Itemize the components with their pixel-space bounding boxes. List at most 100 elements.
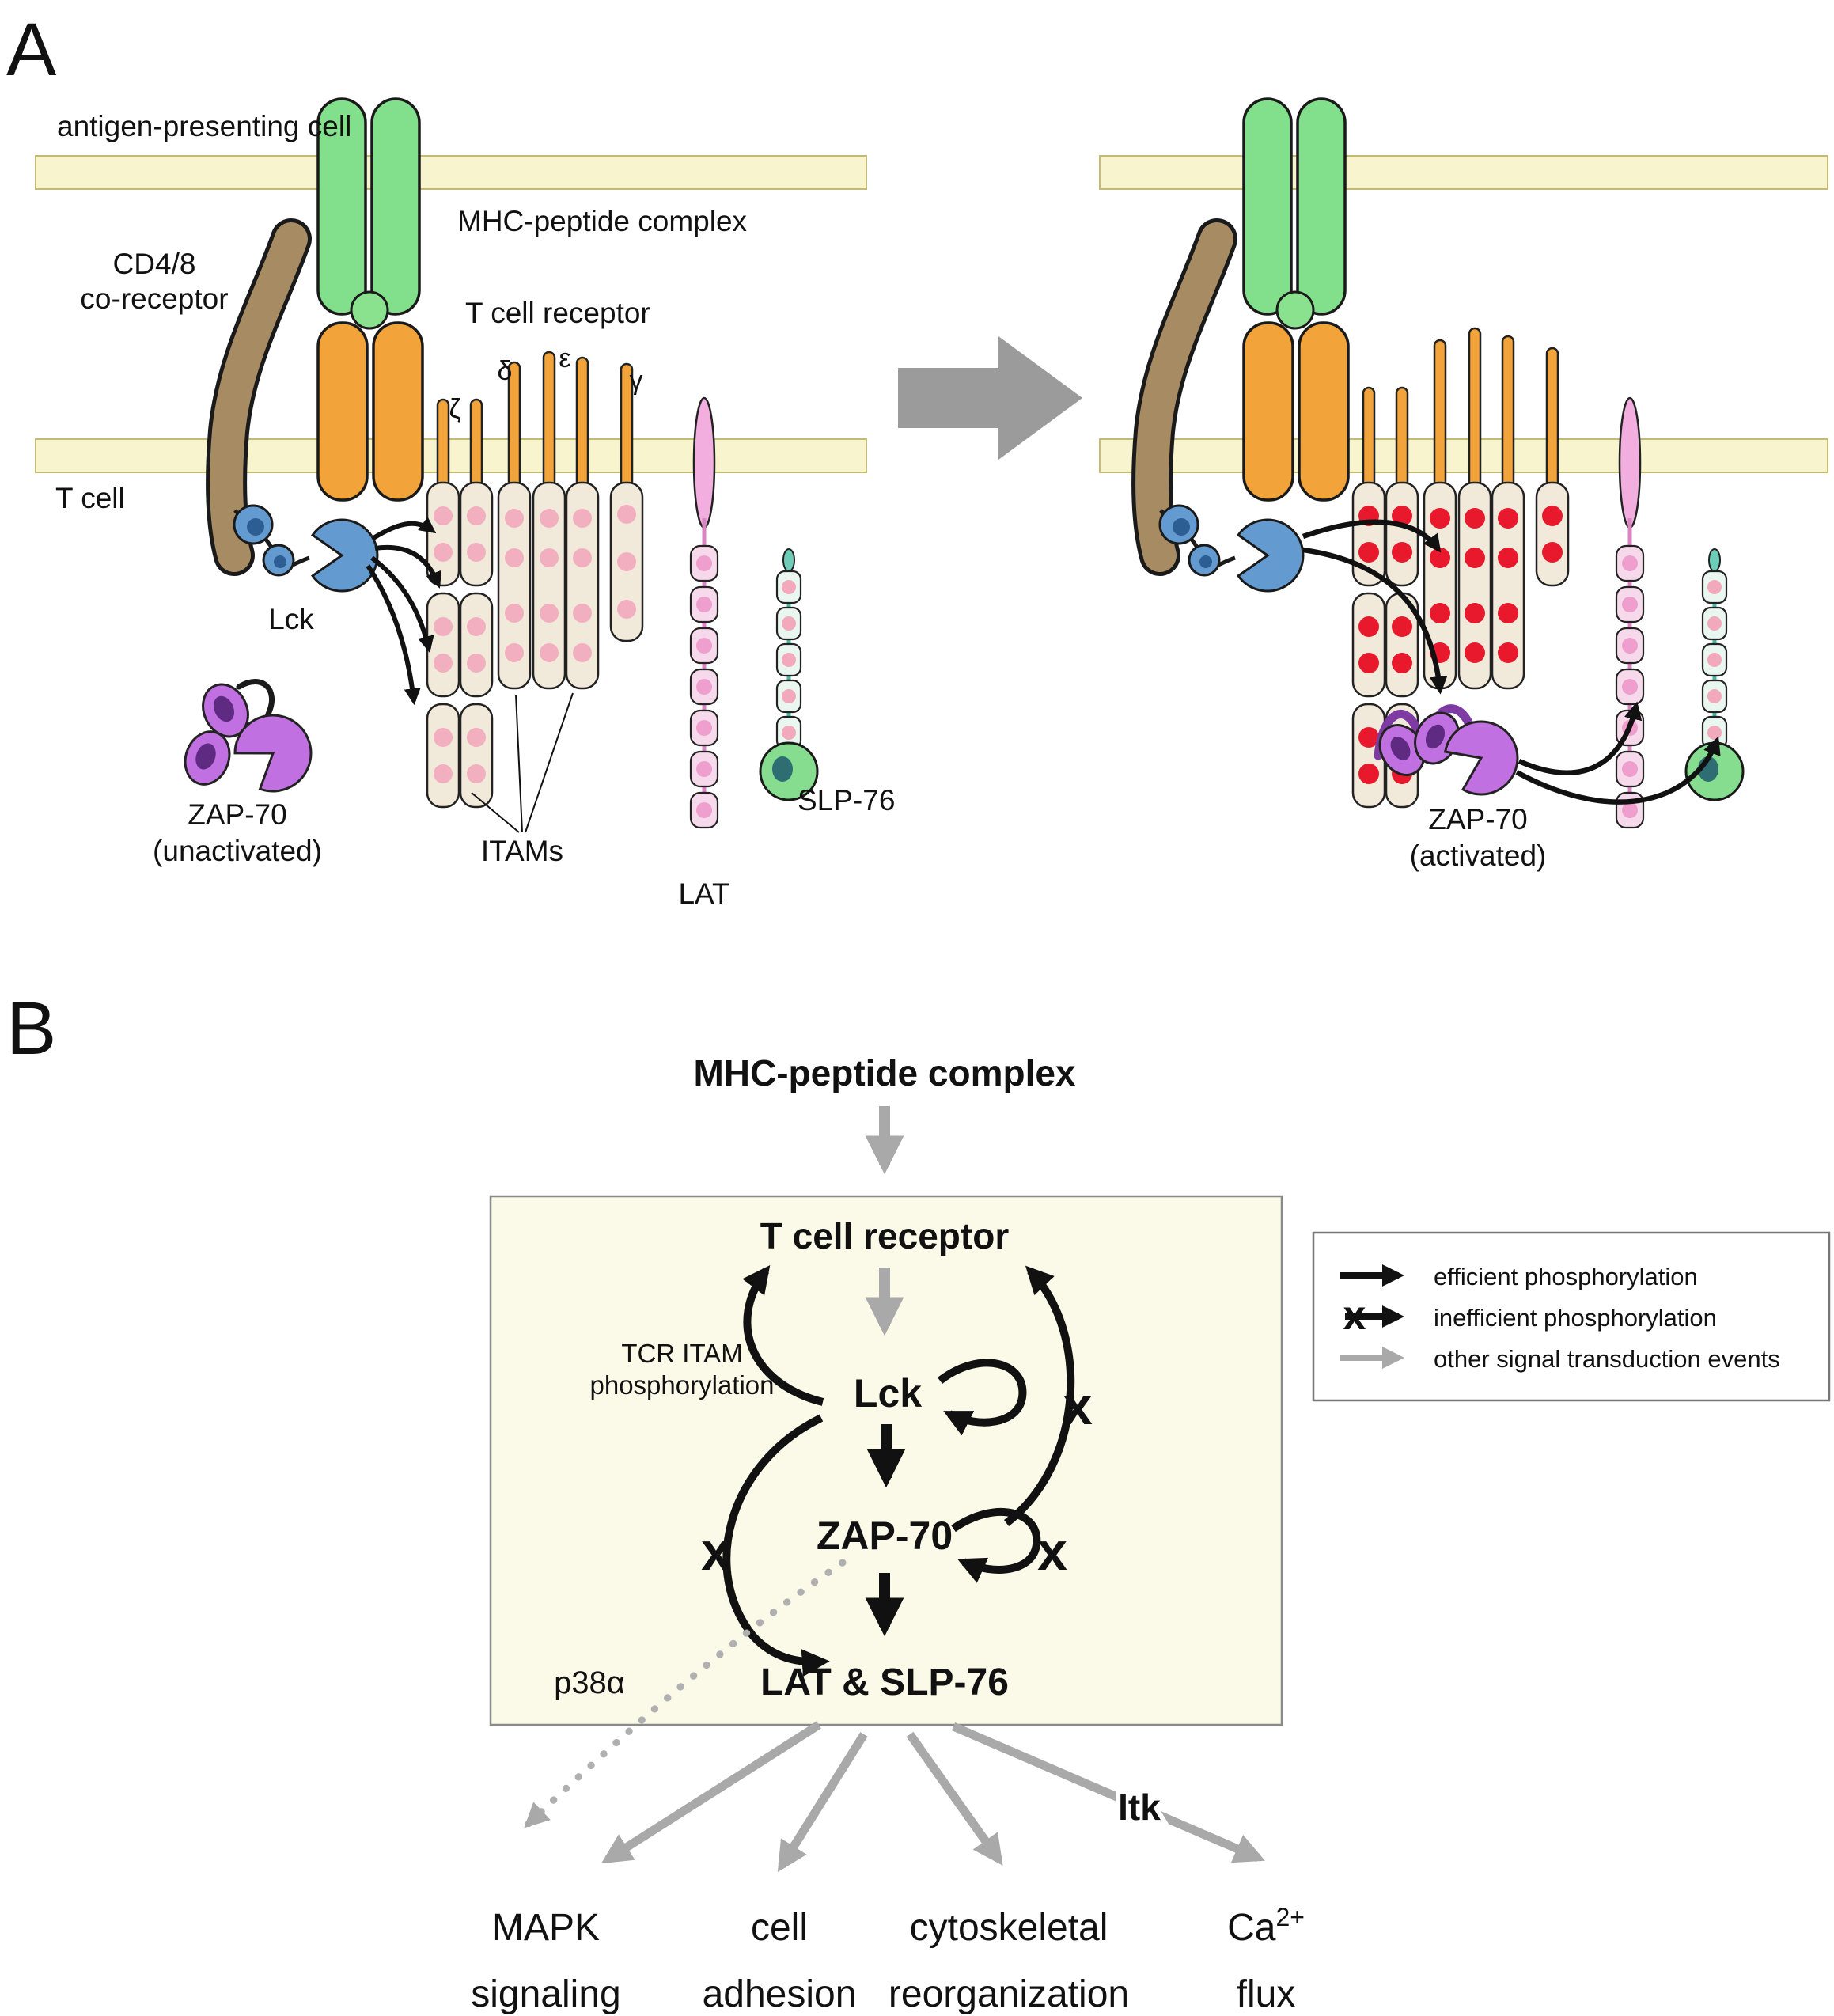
- legend-efficient-label: efficient phosphorylation: [1434, 1263, 1698, 1290]
- cd3-rods-right: [1362, 327, 1559, 504]
- tcell-label: T cell: [55, 482, 125, 514]
- itam-segment: [459, 703, 494, 809]
- lat-bead: [689, 544, 719, 582]
- arrow-to-cell-adhesion: [777, 1732, 868, 1873]
- lat-bead: [689, 709, 719, 747]
- arrow-to-mapk: [601, 1721, 821, 1864]
- lat-bead: [1615, 668, 1645, 706]
- mhc-complex-right: [1242, 97, 1347, 330]
- transition-arrow: [898, 336, 1082, 460]
- lck-label: Lck: [268, 603, 314, 635]
- tcell-membrane: [35, 438, 867, 473]
- cd48-coreceptor-right: [1131, 218, 1237, 576]
- cd48-label-line2: co-receptor: [80, 282, 228, 315]
- itam-segment-phospho: [1351, 592, 1386, 698]
- node-mhc: MHC-peptide complex: [693, 1052, 1075, 1093]
- itam-segment-phospho: [1491, 481, 1525, 690]
- arrow-zap70-to-tcr-inefficient: [1003, 1265, 1075, 1526]
- lat-bead: [689, 585, 719, 623]
- arrow-lck-to-tcr: [742, 1265, 824, 1406]
- lat-protein: [689, 396, 719, 829]
- mhc-label: MHC-peptide complex: [457, 205, 748, 237]
- zap70-unact-label-line1: ZAP-70: [188, 798, 286, 831]
- ca-text: Ca: [1227, 1907, 1276, 1949]
- lat-bead: [689, 791, 719, 829]
- x-mark-zap70-loop: x: [1037, 1521, 1067, 1582]
- legend-inefficient-label: inefficient phosphorylation: [1434, 1304, 1717, 1332]
- zap70-to-slp76-arrow: [1515, 736, 1721, 805]
- cd48-coreceptor: [206, 218, 312, 576]
- output-ca-flux-line1: Ca2+: [1227, 1903, 1305, 1949]
- itam-segment: [497, 481, 532, 690]
- lck-kinase: [233, 504, 379, 593]
- arrow-to-ca-flux: [951, 1722, 1265, 1863]
- x-mark-zap70-tcr: x: [1063, 1376, 1093, 1436]
- lck-kinase-right: [1158, 504, 1305, 593]
- apc-membrane-right: [1099, 155, 1828, 190]
- itam-segment: [532, 481, 566, 690]
- slp76-bead: [1701, 606, 1728, 641]
- mhc-complex: [316, 97, 421, 330]
- tcr-itam-label-line1: TCR ITAM: [621, 1339, 742, 1368]
- panel-a-left-diagram: antigen-presenting cell MHC-peptide comp…: [35, 97, 895, 910]
- output-cytoskeletal-line2: reorganization: [889, 1973, 1129, 2015]
- slp76-bead: [775, 570, 802, 604]
- lck-to-itam-arrow: [1302, 519, 1442, 553]
- epsilon-label: ε: [559, 343, 570, 373]
- itam-segment: [426, 703, 460, 809]
- tcell-membrane-right: [1099, 438, 1828, 473]
- node-lat-slp76: LAT & SLP-76: [760, 1662, 1009, 1703]
- lck-to-zap70-arrow: [1302, 547, 1448, 695]
- lat-bead: [689, 750, 719, 788]
- lat-bead: [1615, 750, 1645, 788]
- tcr-alpha-beta-right: [1242, 321, 1350, 502]
- panel-b-letter: B: [6, 987, 56, 1071]
- tcr-itam-label-line2: phosphorylation: [590, 1370, 775, 1400]
- output-adhesion-line2: adhesion: [703, 1973, 857, 2015]
- node-zap70: ZAP-70: [817, 1514, 953, 1558]
- itam-segment: [459, 592, 494, 698]
- output-adhesion-line1: cell: [751, 1907, 808, 1949]
- zap70-to-lat-arrow: [1518, 701, 1643, 775]
- zeta-label: ζ: [449, 394, 461, 424]
- output-ca-flux-line2: flux: [1237, 1973, 1296, 2015]
- arrow-to-cytoskeletal: [906, 1731, 1003, 1866]
- itam-segment: [459, 481, 494, 587]
- tcr-alpha-beta: [316, 321, 424, 502]
- panel-a-letter: A: [6, 8, 57, 92]
- zap70-unact-label-line2: (unactivated): [153, 835, 322, 867]
- itam-chains-unphosphorylated: [426, 481, 644, 809]
- slp76-bead: [1701, 570, 1728, 604]
- slp76-bead: [775, 679, 802, 714]
- itam-segment: [609, 481, 644, 642]
- itam-segment-phospho: [1457, 481, 1492, 690]
- slp76-bead: [1701, 679, 1728, 714]
- tcr-label: T cell receptor: [465, 297, 650, 329]
- lat-protein-right: [1615, 396, 1645, 829]
- arrow-lck-to-latslp-inefficient: [722, 1414, 830, 1677]
- output-mapk-line2: signaling: [471, 1973, 620, 2015]
- lat-bead: [1615, 544, 1645, 582]
- zap70-act-label-line2: (activated): [1410, 839, 1547, 872]
- itams-label: ITAMs: [481, 835, 563, 867]
- node-tcr: T cell receptor: [760, 1215, 1010, 1256]
- panel-b-pathway: MHC-peptide complex T cell receptor TCR …: [471, 1052, 1831, 2015]
- gamma-label: γ: [630, 366, 643, 396]
- slp76-protein-right: [1684, 548, 1745, 801]
- slp76-bead: [1701, 642, 1728, 677]
- lat-bead: [1615, 627, 1645, 665]
- output-cytoskeletal-line1: cytoskeletal: [910, 1907, 1108, 1949]
- panel-a-right-diagram: ZAP-70 (activated): [1099, 97, 1828, 872]
- arrow-p38a-dotted: [524, 1559, 847, 1828]
- node-itk: Itk: [1118, 1787, 1161, 1828]
- delta-label: δ: [498, 356, 513, 386]
- itam-segment: [426, 592, 460, 698]
- output-mapk-line1: MAPK: [492, 1907, 600, 1949]
- apc-label: antigen-presenting cell: [57, 110, 351, 142]
- legend-other-label: other signal transduction events: [1434, 1345, 1780, 1373]
- itam-segment: [565, 481, 600, 690]
- node-p38a: p38α: [554, 1665, 625, 1700]
- lat-bead: [689, 668, 719, 706]
- legend-x-mark: x: [1343, 1293, 1366, 1339]
